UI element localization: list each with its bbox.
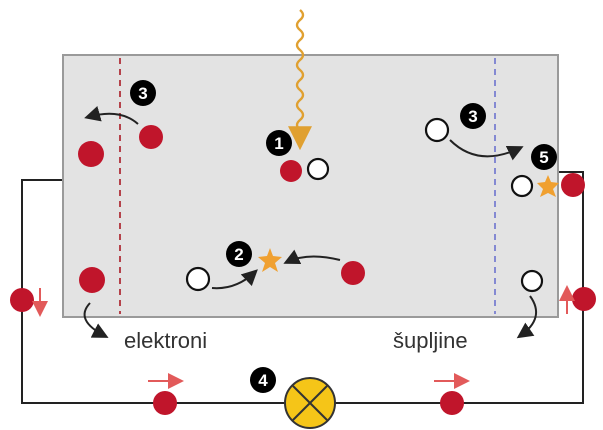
- svg-text:4: 4: [258, 371, 268, 390]
- svg-text:5: 5: [539, 148, 548, 167]
- step-badge-2: 2: [226, 241, 252, 267]
- electron-icon: [572, 287, 596, 311]
- recombination-star-icon: [258, 248, 282, 272]
- hole-icon: [510, 174, 534, 198]
- electron-icon: [78, 141, 104, 167]
- lamp-icon: [284, 377, 336, 429]
- hole-icon: [520, 269, 544, 293]
- step-badge-5: 5: [531, 144, 557, 170]
- step-badge-3-right: 3: [460, 103, 486, 129]
- svg-text:3: 3: [468, 107, 477, 126]
- electron-icon: [280, 160, 302, 182]
- step-badge-4: 4: [250, 367, 276, 393]
- step-badge-3-left: 3: [130, 80, 156, 106]
- electron-icon: [139, 125, 163, 149]
- electron-icon: [10, 288, 34, 312]
- hole-icon: [185, 266, 211, 292]
- electrons-label: elektroni: [124, 328, 207, 353]
- step-badge-1: 1: [266, 130, 292, 156]
- svg-text:2: 2: [234, 245, 243, 264]
- svg-text:1: 1: [274, 134, 283, 153]
- svg-text:3: 3: [138, 84, 147, 103]
- electron-icon: [561, 173, 585, 197]
- flow-arrow-icon: [32, 285, 575, 389]
- carrier-motion-arrows: [83, 106, 538, 339]
- hole-icon: [424, 117, 450, 143]
- electron-icon: [341, 261, 365, 285]
- electron-icon: [153, 391, 177, 415]
- recombination-star-icon: [537, 175, 559, 197]
- electron-icon: [79, 267, 105, 293]
- photon-wave-icon: [288, 9, 312, 151]
- hole-icon: [306, 157, 330, 181]
- holes-label: šupljine: [393, 328, 468, 353]
- electron-icon: [440, 391, 464, 415]
